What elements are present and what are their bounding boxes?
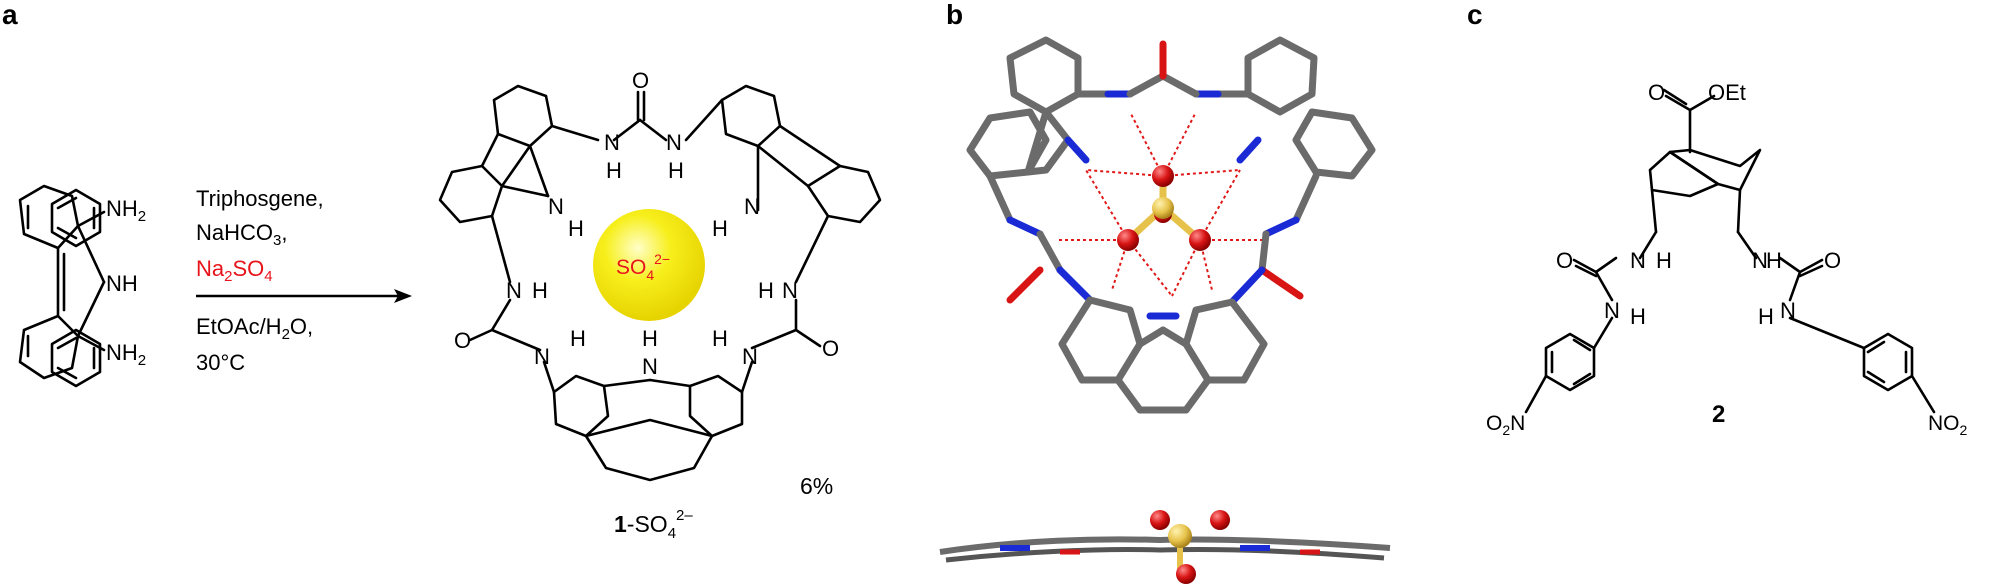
nh2-bottom-label: NH2 [106, 340, 146, 369]
urea-right-h-lower: H [712, 326, 728, 351]
urea-left-h-upper: H [532, 278, 548, 303]
urea-left-h-lower: H [570, 326, 586, 351]
urea-top-nitrogen-right: N [666, 130, 682, 155]
yield-label: 6% [800, 473, 833, 499]
urea-right-h-upper: H [758, 278, 774, 303]
reagent-triphosgene: Triphosgene, [196, 186, 324, 211]
urea-right-oxygen: O [822, 336, 839, 361]
macrocycle-structure [438, 84, 882, 482]
starting-material-diaminocarbazole [50, 188, 102, 388]
sulfate-anion-sphere [593, 209, 705, 321]
compound-2-structure [1524, 88, 1936, 414]
urea-left-nitrogen-2: N [1604, 298, 1620, 323]
carbazole-left-h: H [568, 216, 584, 241]
crystal-structure-side-view [939, 510, 1391, 584]
urea-left-nitrogen-upper: N [506, 278, 522, 303]
arrow-head-icon [394, 289, 412, 303]
panel-label-b: b [946, 0, 963, 30]
nh-label: NH [106, 271, 138, 296]
ester-carbonyl-oxygen: O [1648, 80, 1665, 105]
urea-left-h-1: H [1656, 248, 1672, 273]
urea-right-h-2: H [1758, 304, 1774, 329]
urea-left-h-2: H [1630, 304, 1646, 329]
urea-left-oxygen: O [454, 328, 471, 353]
urea-right-nitrogen-2: N [1780, 298, 1796, 323]
urea-top-oxygen: O [632, 68, 649, 93]
ester-oxygen-single: OEt [1708, 80, 1746, 105]
nitro-left-label: O2N [1486, 412, 1525, 438]
reagent-nahco3: NaHCO3, [196, 220, 287, 249]
urea-top-h-right: H [668, 158, 684, 183]
carbazole-right-nitrogen: N [744, 194, 760, 219]
urea-top-h-left: H [606, 158, 622, 183]
carbazole-right-h: H [712, 216, 728, 241]
nitro-right-label: NO2 [1928, 412, 1968, 438]
urea-right-nitrogen-1: N [1752, 248, 1768, 273]
urea-left-nitrogen-lower: N [534, 344, 550, 369]
urea-left-oxygen: O [1556, 248, 1573, 273]
crystal-structure-top-view [966, 36, 1376, 414]
reagent-temperature: 30°C [196, 350, 245, 375]
carbazole-bottom-nitrogen: N [642, 354, 658, 379]
urea-left-nitrogen-1: N [1630, 248, 1646, 273]
panel-label-c: c [1467, 0, 1483, 30]
reagent-solvent: EtOAc/H2O, [196, 314, 313, 343]
urea-right-oxygen: O [1824, 248, 1841, 273]
compound-1-label: 1-SO42– [614, 507, 693, 542]
carbazole-bottom-h: H [642, 326, 658, 351]
urea-right-nitrogen-lower: N [742, 344, 758, 369]
urea-right-h-1: H [1766, 248, 1782, 273]
urea-right-nitrogen-upper: N [782, 278, 798, 303]
urea-top-nitrogen-left: N [604, 130, 620, 155]
compound-2-label: 2 [1712, 401, 1725, 428]
reagent-na2so4: Na2SO4 [196, 256, 273, 285]
carbazole-skeleton [18, 184, 106, 380]
carbazole-left-nitrogen: N [548, 194, 564, 219]
nh2-top-label: NH2 [106, 196, 146, 225]
panel-label-a: a [2, 0, 18, 30]
sulfate-anion-label: SO42− [616, 251, 670, 283]
